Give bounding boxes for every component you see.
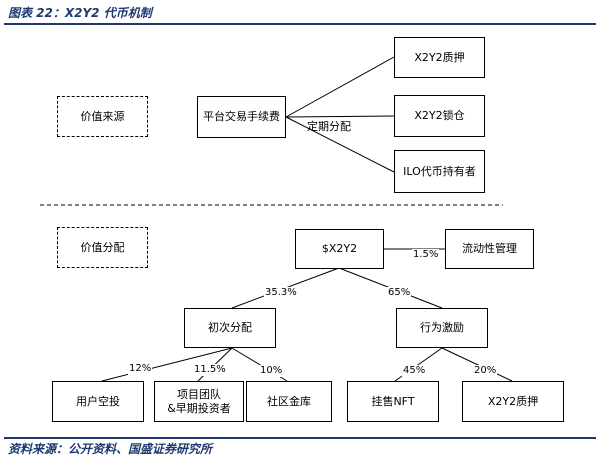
- platform-fee-node: 平台交易手续费: [197, 96, 286, 138]
- staking-pct-label: 20%: [473, 365, 498, 377]
- value-source-label: 价值来源: [57, 96, 148, 137]
- project-team-node: 项目团队 &早期投资者: [154, 381, 244, 422]
- top-rule: [4, 23, 596, 25]
- user-airdrop-node: 用户空投: [52, 381, 144, 422]
- liquidity-pct-label: 1.5%: [412, 249, 440, 261]
- bottom-rule: [4, 437, 596, 439]
- token-node: $X2Y2: [295, 229, 384, 269]
- periodic-distribution-label: 定期分配: [307, 120, 351, 133]
- incentive-pct-label: 65%: [387, 287, 412, 299]
- listing-pct-label: 45%: [402, 365, 427, 377]
- staking-bottom-node: X2Y2质押: [462, 381, 564, 422]
- ilo-holders-node: ILO代币持有者: [394, 150, 485, 193]
- liquidity-management-node: 流动性管理: [445, 229, 534, 269]
- value-distribution-label: 价值分配: [57, 227, 148, 268]
- airdrop-pct-label: 12%: [128, 363, 153, 375]
- figure-source: 资料来源：公开资料、国盛证券研究所: [8, 442, 213, 456]
- lock-node: X2Y2锁仓: [394, 95, 485, 137]
- figure-title: 图表 22：X2Y2 代币机制: [8, 6, 152, 20]
- project-team-line2: &早期投资者: [167, 401, 231, 415]
- project-team-line1: 项目团队: [177, 387, 221, 401]
- behavior-incentive-node: 行为激励: [396, 308, 488, 348]
- team-pct-label: 11.5%: [193, 364, 227, 376]
- listing-nft-node: 挂售NFT: [347, 381, 439, 422]
- community-treasury-node: 社区金库: [246, 381, 332, 422]
- treasury-pct-label: 10%: [259, 365, 284, 377]
- staking-top-node: X2Y2质押: [394, 37, 485, 78]
- initial-pct-label: 35.3%: [264, 287, 298, 299]
- initial-distribution-node: 初次分配: [184, 308, 276, 348]
